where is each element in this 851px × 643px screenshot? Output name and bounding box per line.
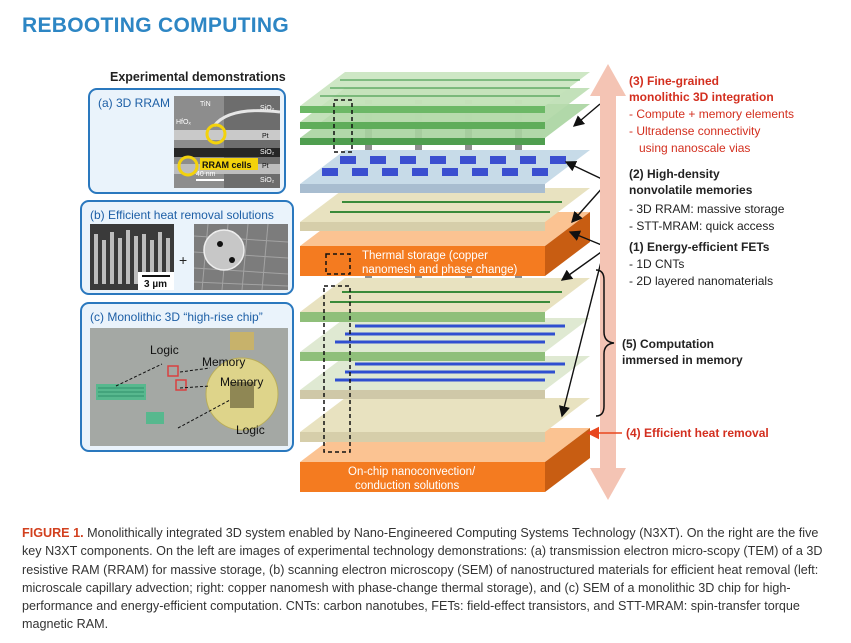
heat-removal-arrow [586, 426, 622, 440]
item3-bullet1: - Compute + memory elements [629, 107, 795, 121]
arrow-3-top [572, 103, 601, 127]
tem-scale-bar: 40 nm [196, 171, 216, 178]
item2-title-line1: (2) High-density [629, 167, 720, 181]
middle-memory-layer [300, 318, 590, 361]
panel-3d-rram: (a) 3D RRAM TiN SiO₂ HfOₓ Pt SiO₂ RRAM c… [88, 88, 286, 194]
capillary-advection-sem-image: 3 µm [90, 224, 174, 290]
chip-logic-label: Logic [150, 343, 179, 357]
highlight-box-bottom [323, 285, 351, 453]
arrow-2-lower [571, 185, 605, 224]
item1-title: (1) Energy-efficient FETs [629, 240, 770, 254]
lower-memory-layer [300, 356, 590, 399]
panel-c-title: (c) Monolithic 3D “high-rise chip” [90, 310, 263, 324]
upper-memory-layer [300, 150, 590, 193]
sem-scale-bar: 3 µm [144, 279, 167, 290]
lower-fet-layer [300, 278, 590, 322]
top-integration-layer [300, 72, 590, 145]
copper-nanomesh-sem-image [194, 224, 288, 290]
item2-bullet1: - 3D RRAM: massive storage [629, 202, 785, 216]
panel-b-title: (b) Efficient heat removal solutions [90, 208, 274, 222]
highlight-box-top [333, 99, 353, 153]
item3-title-line1: (3) Fine-grained [629, 74, 720, 88]
item2-bullet2: - STT-MRAM: quick access [629, 219, 775, 233]
panel-high-rise-chip: (c) Monolithic 3D “high-rise chip” Logic… [80, 302, 294, 452]
computation-connectors [558, 249, 605, 418]
figure-label: FIGURE 1. [22, 526, 84, 540]
chip-logic-label: Logic [236, 423, 265, 437]
rram-cell-marker [177, 155, 199, 177]
tem-label-rram-cells: RRAM cells [202, 160, 252, 170]
lower-logic-layer [300, 398, 590, 442]
item3-bullet2: - Ultradense connectivity [629, 124, 761, 138]
plus-sign: + [179, 252, 188, 268]
experimental-demonstrations-title: Experimental demonstrations [110, 70, 286, 84]
memory-marker [167, 365, 179, 377]
upper-fet-layer [300, 188, 590, 231]
vertical-integration-arrow [590, 64, 626, 500]
page-header: REBOOTING COMPUTING [22, 14, 290, 37]
chip-memory-label: Memory [220, 375, 263, 389]
tem-label-sio2: SiO₂ [260, 105, 275, 112]
bottom-slab-label-line1: On-chip nanoconvection/ [348, 466, 476, 478]
item5-title-line2: immersed in memory [622, 353, 743, 367]
memory-marker [175, 379, 187, 391]
highlight-box-thermal [325, 253, 351, 275]
caption-text: Monolithically integrated 3D system enab… [22, 526, 823, 632]
panel-a-title: (a) 3D RRAM [98, 96, 171, 110]
tem-label-pt: Pt [262, 163, 269, 170]
rram-tem-image: TiN SiO₂ HfOₓ Pt SiO₂ RRAM cells Pt SiO₂… [174, 96, 280, 188]
item5-title-line1: (5) Computation [622, 337, 714, 351]
tem-label-hfox: HfOₓ [176, 119, 191, 126]
figure-caption: FIGURE 1. Monolithically integrated 3D s… [22, 524, 834, 634]
rram-cell-marker [205, 123, 227, 145]
thermal-slab-label-line1: Thermal storage (copper [362, 250, 488, 262]
n3xt-stack-diagram: On-chip nanoconvection/ conduction solut… [300, 72, 605, 492]
monolithic-3d-chip-sem-image: Logic Memory Memory Logic [90, 328, 288, 446]
item3-title-line2: monolithic 3D integration [629, 90, 774, 104]
arrow-1-lower [560, 249, 605, 281]
tem-label-sio2: SiO₂ [260, 177, 275, 184]
tem-label-sio2: SiO₂ [260, 149, 275, 156]
tem-label-tin: TiN [200, 101, 211, 108]
arrow-2-memory [564, 161, 605, 181]
item1-bullet2: - 2D layered nanomaterials [629, 274, 774, 288]
item2-title-line2: nonvolatile memories [629, 183, 753, 197]
thermal-slab-label-line2: nanomesh and phase change) [362, 264, 518, 276]
computation-brace [595, 269, 615, 417]
arrow-1-fet [568, 230, 605, 247]
item3-bullet3: using nanoscale vias [639, 141, 751, 155]
tem-label-pt: Pt [262, 133, 269, 140]
item4-title: (4) Efficient heat removal [626, 426, 769, 440]
panel-heat-removal: (b) Efficient heat removal solutions 3 µ… [80, 200, 294, 295]
bottom-slab-label-line2: conduction solutions [355, 480, 459, 492]
item1-bullet1: - 1D CNTs [629, 257, 685, 271]
chip-memory-label: Memory [202, 355, 245, 369]
